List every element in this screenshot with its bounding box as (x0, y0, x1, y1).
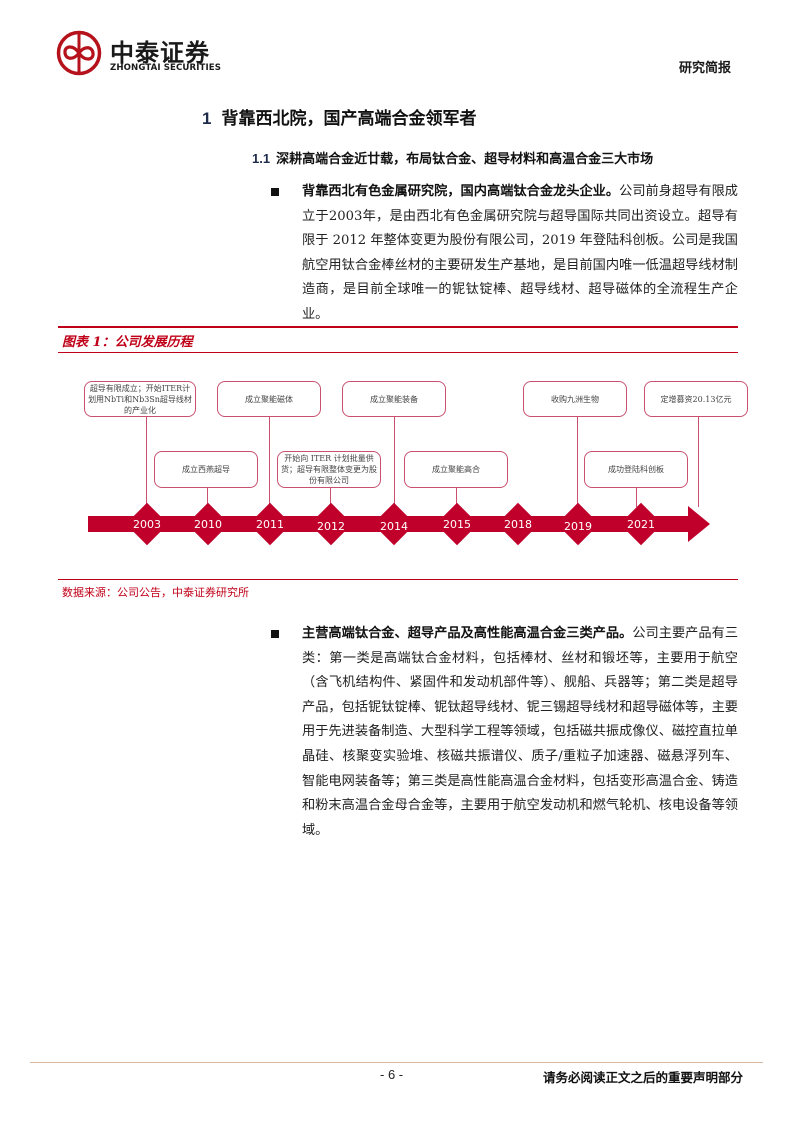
timeline-event-2015: 成立聚能高合 (404, 451, 508, 488)
timeline-year: 2021 (627, 518, 655, 531)
timeline-year: 2015 (443, 518, 471, 531)
timeline-event-2021: 定增募资20.13亿元 (644, 381, 748, 417)
logo-chinese-name: 中泰证券 (110, 39, 210, 67)
timeline-arrow-icon (688, 506, 710, 542)
timeline-year: 2003 (133, 518, 161, 531)
zhongtai-logo-icon (56, 30, 102, 76)
company-history-timeline: 超导有限成立；开始ITER计划用NbTi和Nb3Sn超导线材的产业化 成立聚能磁… (58, 354, 748, 578)
paragraph-lead: 背靠西北有色金属研究院，国内高端钛合金龙头企业。 (302, 184, 620, 199)
timeline-connector (636, 488, 637, 507)
timeline-event-2014: 成立聚能装备 (342, 381, 446, 417)
timeline-year: 2014 (380, 520, 408, 533)
timeline-year: 2018 (504, 518, 532, 531)
paragraph-main-products: 主营高端钛合金、超导产品及高性能高温合金三类产品。公司主要产品有三类：第一类是高… (271, 622, 739, 843)
section-number: 1 (202, 109, 212, 128)
subsection-title: 深耕高端合金近廿载，布局钛合金、超导材料和高温合金三大市场 (276, 152, 654, 167)
timeline-event-2003: 超导有限成立；开始ITER计划用NbTi和Nb3Sn超导线材的产业化 (84, 381, 196, 417)
square-bullet-icon (271, 630, 279, 638)
section-heading: 1 背靠西北院，国产高端合金领军者 (202, 104, 476, 129)
paragraph-company-background: 背靠西北有色金属研究院，国内高端钛合金龙头企业。公司前身超导有限成立于2003年… (271, 180, 738, 328)
paragraph-lead: 主营高端钛合金、超导产品及高性能高温合金三类产品。 (302, 626, 633, 641)
timeline-event-2011: 成立聚能磁体 (217, 381, 321, 417)
subsection-heading: 1.1 深耕高端合金近廿载，布局钛合金、超导材料和高温合金三大市场 (252, 148, 653, 167)
timeline-year: 2012 (317, 520, 345, 533)
timeline-connector (456, 488, 457, 507)
footer-disclaimer: 请务必阅读正文之后的重要声明部分 (542, 1070, 743, 1085)
page-number: - 6 - (380, 1067, 404, 1082)
timeline-event-2012: 开始向 ITER 计划批量供货；超导有限整体变更为股份有限公司 (277, 451, 381, 488)
paragraph-body: 公司前身超导有限成立于2003年，是由西北有色金属研究院与超导国际共同出资设立。… (302, 184, 738, 322)
figure-source: 数据来源：公司公告，中泰证券研究所 (62, 586, 249, 599)
section-title: 背靠西北院，国产高端合金领军者 (221, 109, 477, 129)
timeline-event-2018: 收购九洲生物 (523, 381, 627, 417)
company-logo: 中泰证券 ZHONGTAI SECURITIES (56, 30, 246, 80)
timeline-connector (207, 488, 208, 507)
timeline-event-2019: 成功登陆科创板 (584, 451, 688, 488)
timeline-connector (698, 417, 699, 507)
timeline-connector (330, 488, 331, 507)
timeline-connector (577, 417, 578, 507)
figure-top-rule (58, 326, 738, 328)
subsection-number: 1.1 (252, 151, 271, 166)
timeline-year: 2019 (564, 520, 592, 533)
timeline-event-2010: 成立西燕超导 (154, 451, 258, 488)
timeline-year: 2010 (194, 518, 222, 531)
timeline-connector (146, 417, 147, 507)
report-type-label: 研究简报 (678, 61, 731, 76)
figure-title-rule (58, 352, 738, 353)
timeline-connector (269, 417, 270, 507)
figure-bottom-rule (58, 579, 738, 580)
timeline-connector (394, 417, 395, 507)
paragraph-body: 公司主要产品有三类：第一类是高端钛合金材料，包括棒材、丝材和锻坯等，主要用于航空… (302, 626, 739, 838)
figure-title: 图表 1：公司发展历程 (62, 335, 193, 350)
logo-english-name: ZHONGTAI SECURITIES (110, 63, 222, 73)
footer-rule (30, 1062, 763, 1063)
square-bullet-icon (271, 188, 279, 196)
timeline-year: 2011 (256, 518, 284, 531)
